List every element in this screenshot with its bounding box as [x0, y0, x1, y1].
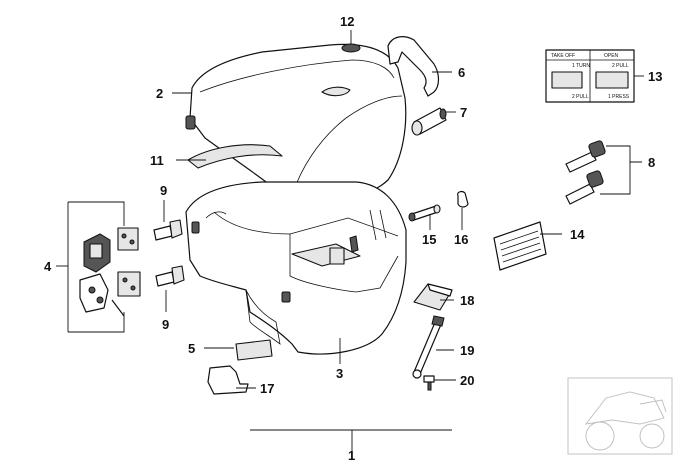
- label-right-header: OPEN: [604, 53, 619, 59]
- callout-6: 6: [458, 65, 465, 80]
- callout-12: 12: [340, 14, 354, 29]
- callout-1: 1: [348, 448, 355, 461]
- callout-15: 15: [422, 232, 436, 247]
- screw-lower: [155, 265, 185, 287]
- callout-5: 5: [188, 341, 195, 356]
- keys: [565, 140, 606, 205]
- callout-8: 8: [648, 155, 655, 170]
- hinge-assembly: [67, 201, 141, 333]
- pad: [235, 339, 273, 361]
- callout-20: 20: [460, 373, 474, 388]
- callout-14: 14: [570, 227, 585, 242]
- lid: [185, 43, 407, 204]
- strut: [412, 315, 445, 379]
- label-left-step2: 2 PULL: [572, 94, 589, 100]
- bolt: [423, 375, 435, 391]
- instruction-label-card: TAKE OFF OPEN 1 TURN 2 PULL 2 PULL 1 PRE…: [545, 49, 635, 103]
- callout-17: 17: [260, 381, 274, 396]
- callout-7: 7: [460, 105, 467, 120]
- callout-9-upper: 9: [160, 183, 167, 198]
- bracket: [207, 365, 249, 395]
- callout-9-lower: 9: [162, 317, 169, 332]
- callout-16: 16: [454, 232, 468, 247]
- screw-upper: [153, 219, 183, 241]
- callout-11: 11: [150, 153, 164, 168]
- callout-18: 18: [460, 293, 474, 308]
- reflector: [493, 221, 547, 271]
- callout-2: 2: [156, 86, 163, 101]
- seal: [187, 144, 283, 169]
- case-body: [185, 181, 407, 355]
- lock-cylinder: [411, 107, 447, 136]
- callout-4: 4: [44, 259, 52, 274]
- clip: [457, 190, 469, 208]
- label-right-step2: 1 PRESS: [608, 94, 630, 100]
- pin: [408, 204, 441, 222]
- callout-13: 13: [648, 69, 662, 84]
- motorcycle-thumbnail: [567, 377, 673, 455]
- label-right-step1: 2 PULL: [612, 63, 629, 69]
- callout-3: 3: [336, 366, 343, 381]
- handle: [387, 36, 440, 97]
- label-left-step1: 1 TURN: [572, 63, 590, 69]
- callout-19: 19: [460, 343, 474, 358]
- cap: [341, 43, 361, 53]
- label-left-header: TAKE OFF: [551, 53, 575, 59]
- wedge: [413, 283, 453, 311]
- leader-lines: [56, 30, 644, 452]
